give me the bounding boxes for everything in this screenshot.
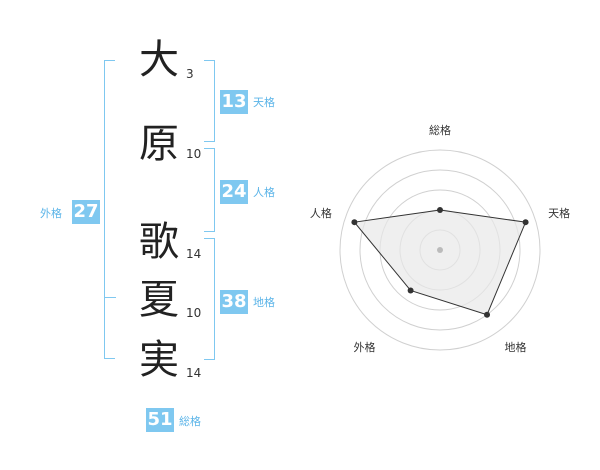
radar-axis-label-3: 地格 [505, 340, 527, 354]
radar-axis-label-5: 人格 [310, 206, 332, 220]
stroke-count-4: 10 [186, 306, 202, 320]
jinkaku-label: 人格 [253, 186, 275, 199]
radar-center-dot [437, 247, 443, 253]
chikaku-value-badge: 38 [220, 290, 248, 314]
name-char-5: 実 [139, 337, 179, 383]
stroke-count-5: 14 [186, 366, 202, 380]
soukaku-label: 総格 [179, 415, 201, 428]
name-char-2: 原 [139, 121, 179, 167]
radar-axis-label-4: 外格 [353, 340, 375, 354]
gaikaku-label: 外格 [40, 207, 62, 220]
name-char-3: 歌 [139, 219, 179, 265]
tenkaku-bracket [204, 60, 215, 142]
radar-axis-label-1: 総格 [429, 123, 451, 137]
radar-series-area [353, 209, 527, 316]
chikaku-label: 地格 [253, 296, 275, 309]
chikaku-bracket [204, 238, 215, 360]
radar-point-4 [407, 287, 414, 294]
tenkaku-value-badge: 13 [220, 90, 248, 114]
radar-point-3 [484, 311, 491, 318]
name-char-4: 夏 [139, 277, 179, 323]
stroke-count-3: 14 [186, 247, 202, 261]
gaikaku-bracket-mid [104, 297, 116, 298]
radar-point-1 [437, 207, 443, 213]
radar-ring [339, 149, 541, 351]
name-char-1: 大 [139, 37, 179, 83]
soukaku-value-badge: 51 [146, 408, 174, 432]
gaikaku-bracket [104, 60, 115, 359]
stroke-count-1: 3 [186, 67, 194, 81]
stroke-count-2: 10 [186, 147, 202, 161]
radar-point-2 [522, 219, 529, 226]
radar-axis-label-2: 天格 [548, 206, 570, 220]
jinkaku-bracket [204, 148, 215, 232]
radar-ring [359, 169, 521, 331]
radar-point-5 [351, 219, 358, 226]
gaikaku-value-badge: 27 [72, 200, 100, 224]
tenkaku-label: 天格 [253, 96, 275, 109]
jinkaku-value-badge: 24 [220, 180, 248, 204]
